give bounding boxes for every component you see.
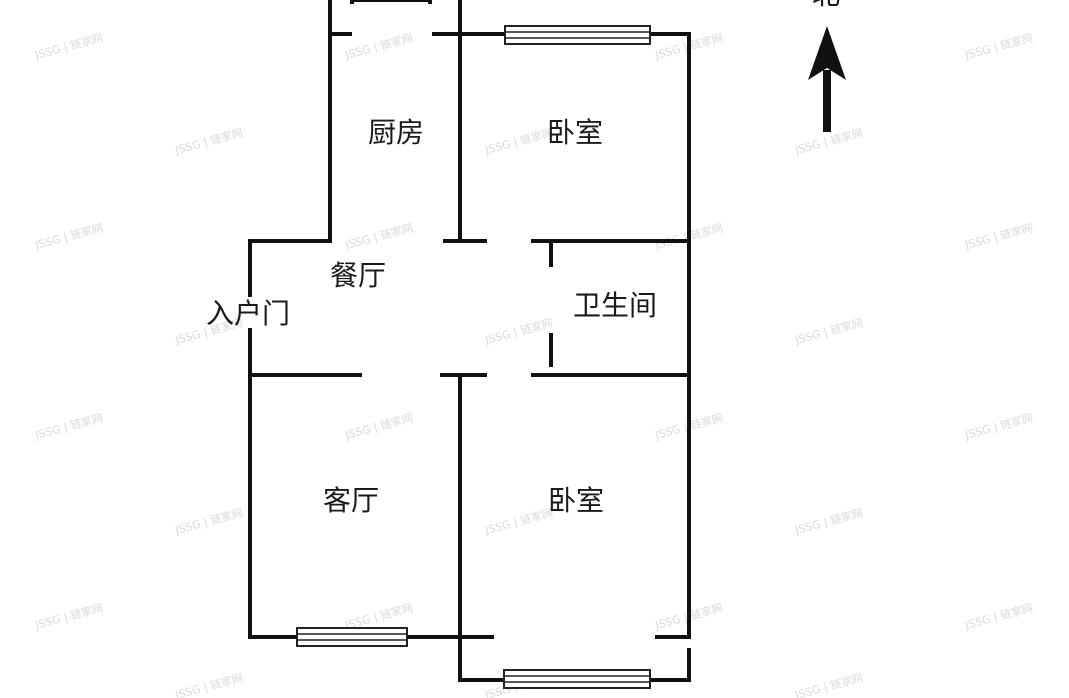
watermark-layer: JSSG | 链家网 JSSG | 链家网 JSSG | 链家网 JSSG | 链家网… xyxy=(33,30,1035,698)
watermark-text: JSSG | 链家网 xyxy=(343,410,415,442)
watermark-text: JSSG | 链家网 xyxy=(483,125,555,157)
compass-north-label: 北 xyxy=(812,0,840,11)
watermark-text: JSSG | 链家网 xyxy=(33,220,105,252)
watermark-text: JSSG | 链家网 xyxy=(483,505,555,537)
watermark-text: JSSG | 链家网 xyxy=(173,670,245,698)
watermark-text: JSSG | 链家网 xyxy=(963,30,1035,62)
watermark-text: JSSG | 链家网 xyxy=(483,315,555,347)
watermark-text: JSSG | 链家网 xyxy=(173,125,245,157)
watermark-text: JSSG | 链家网 xyxy=(963,410,1035,442)
watermark-text: JSSG | 链家网 xyxy=(33,410,105,442)
watermark-text: JSSG | 链家网 xyxy=(173,505,245,537)
watermark-text: JSSG | 链家网 xyxy=(343,30,415,62)
watermark-text: JSSG | 链家网 xyxy=(33,600,105,632)
room-label-living: 客厅 xyxy=(323,484,379,517)
room-label-dining: 餐厅 xyxy=(330,259,386,292)
watermark-text: JSSG | 链家网 xyxy=(793,505,865,537)
room-label-bedroom-south: 卧室 xyxy=(548,484,604,517)
room-label-entrance: 入户门 xyxy=(206,297,290,330)
watermark-text: JSSG | 链家网 xyxy=(793,670,865,698)
window-north-bedroom xyxy=(504,25,651,45)
watermark-text: JSSG | 链家网 xyxy=(963,220,1035,252)
north-arrow-icon xyxy=(808,26,846,80)
watermark-text: JSSG | 链家网 xyxy=(963,600,1035,632)
window-south-bedroom xyxy=(503,669,651,689)
room-label-bathroom: 卫生间 xyxy=(573,289,657,322)
room-label-bedroom-north: 卧室 xyxy=(547,116,603,149)
north-compass: 北 xyxy=(808,0,846,132)
watermark-text: JSSG | 链家网 xyxy=(343,220,415,252)
room-label-kitchen: 厨房 xyxy=(368,116,424,149)
watermark-text: JSSG | 链家网 xyxy=(33,30,105,62)
window-living xyxy=(296,627,408,647)
walls xyxy=(248,0,691,682)
watermark-text: JSSG | 链家网 xyxy=(793,315,865,347)
